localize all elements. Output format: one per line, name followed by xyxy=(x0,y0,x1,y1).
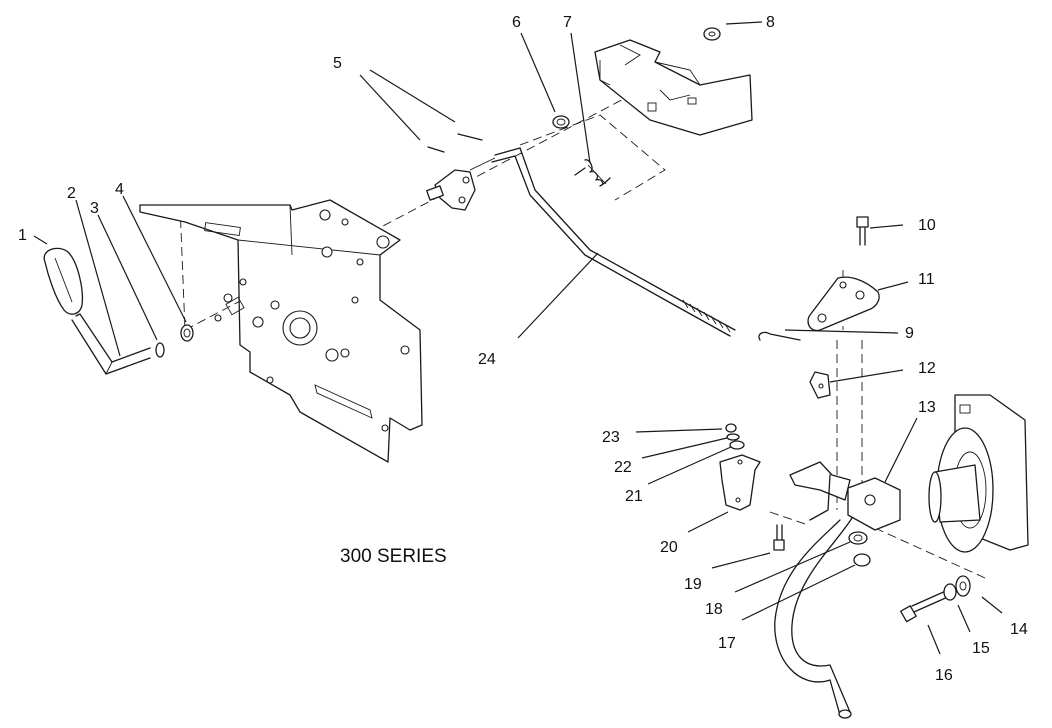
callout-1: 1 xyxy=(18,227,27,244)
callout-15: 15 xyxy=(972,640,990,657)
transmission-housing xyxy=(928,394,1029,553)
nut-washer-parts-17-18 xyxy=(848,531,871,567)
plate-part-11 xyxy=(807,276,880,332)
series-label: 300 SERIES xyxy=(340,546,447,567)
callout-5: 5 xyxy=(333,55,342,72)
shift-lever-part-2 xyxy=(71,313,151,375)
transmission-bracket-part-13 xyxy=(789,461,901,531)
washers-parts-3-4 xyxy=(155,324,194,358)
callout-3: 3 xyxy=(90,200,99,217)
lower-lever xyxy=(774,517,853,719)
callout-22: 22 xyxy=(614,459,632,476)
callout-21: 21 xyxy=(625,488,643,505)
cotter-pin-part-9 xyxy=(758,331,801,341)
pivot-assembly xyxy=(426,133,483,211)
callout-2: 2 xyxy=(67,185,76,202)
callout-10: 10 xyxy=(918,217,936,234)
callout-19: 19 xyxy=(684,576,702,593)
spring-part-7 xyxy=(574,159,611,187)
bolt-part-10 xyxy=(856,216,869,246)
shift-rod-part-24 xyxy=(469,147,736,337)
callout-9: 9 xyxy=(905,325,914,342)
callout-16: 16 xyxy=(935,667,953,684)
callout-14: 14 xyxy=(1010,621,1028,638)
mounting-plate xyxy=(139,199,423,463)
bolt-part-19 xyxy=(773,524,785,551)
callout-labels: 1 2 3 4 5 6 7 8 9 10 11 12 13 14 15 16 1… xyxy=(18,14,1028,684)
callout-6: 6 xyxy=(512,14,521,31)
nut-part-6 xyxy=(552,115,570,129)
callout-8: 8 xyxy=(766,14,775,31)
callout-4: 4 xyxy=(115,181,124,198)
callout-13: 13 xyxy=(918,399,936,416)
clevis-part-12 xyxy=(809,371,831,399)
fasteners-parts-21-23 xyxy=(725,423,745,450)
callout-12: 12 xyxy=(918,360,936,377)
callout-24: 24 xyxy=(478,351,496,368)
callout-18: 18 xyxy=(705,601,723,618)
callout-17: 17 xyxy=(718,635,736,652)
knob-part-1 xyxy=(43,247,84,315)
small-bracket-part-20 xyxy=(719,454,761,511)
top-bracket xyxy=(594,27,753,136)
leader-lines xyxy=(33,21,1003,655)
callout-23: 23 xyxy=(602,429,620,446)
bolt-washers-parts-14-16 xyxy=(900,575,971,623)
callout-11: 11 xyxy=(918,271,935,288)
callout-20: 20 xyxy=(660,539,678,556)
callout-7: 7 xyxy=(563,14,572,31)
